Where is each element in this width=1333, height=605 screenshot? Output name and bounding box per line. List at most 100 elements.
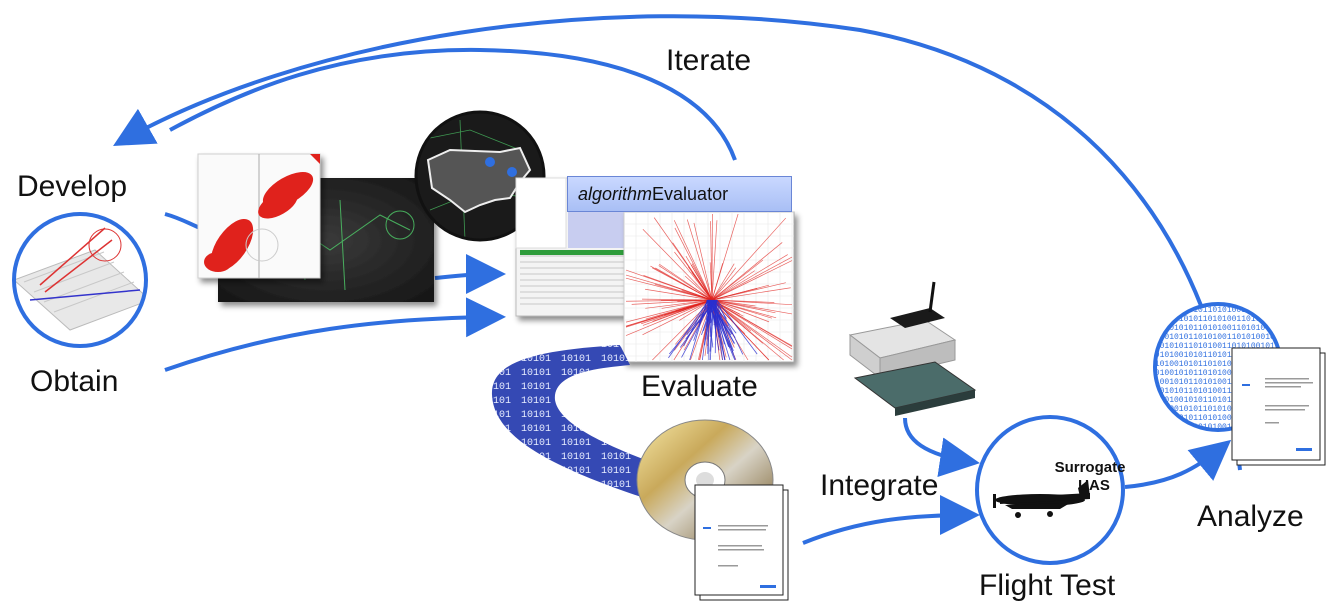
label-iterate: Iterate (666, 44, 752, 77)
trajectory-blue (707, 299, 710, 361)
surrogate-line2: UAS (1078, 477, 1110, 494)
binary-row: 1010100101011010100110101001011010101010… (1150, 351, 1333, 360)
binary-row: 0100101011010100110101001011010101010010… (1150, 333, 1333, 342)
trajectory-blue (716, 299, 758, 355)
trajectory-blue (709, 299, 715, 361)
trajectory-red (711, 267, 737, 301)
trajectory-red (673, 220, 713, 301)
label-integrate: Integrate (820, 469, 939, 502)
trajectory-red (711, 299, 776, 314)
trajectory-red (711, 299, 793, 350)
report-to-flight-arrow (802, 495, 980, 545)
label-evaluate: Evaluate (641, 370, 758, 403)
trajectory-red (687, 266, 713, 301)
trajectory-red (625, 274, 713, 301)
trajectory-red (650, 265, 713, 301)
analysis-report-document (1231, 347, 1326, 466)
trajectory-red (674, 227, 713, 301)
aircraft-silhouette (993, 480, 1090, 518)
trajectory-red (711, 220, 718, 301)
trajectory-red (693, 222, 713, 301)
trajectory-blue (698, 299, 713, 324)
trajectory-red (625, 299, 713, 336)
binary-row: 1010010101101010011010100101101010101001… (1150, 324, 1333, 333)
binary-row: 1010010101101010011010100101101010101001… (1150, 369, 1333, 378)
develop-circle (12, 212, 148, 348)
trajectory-red (642, 298, 713, 301)
iterate-arrow-inner (169, 47, 737, 161)
flight-to-analyze-arrow (1124, 439, 1232, 489)
report-document (694, 484, 789, 601)
develop-to-evaluate-arrow (434, 254, 506, 295)
hardware-unit (848, 281, 977, 416)
trajectory-red (684, 275, 713, 301)
trajectory-blue (714, 299, 717, 334)
trajectory-red (711, 242, 783, 301)
trajectory-red (625, 277, 713, 301)
trajectory-red (642, 299, 713, 336)
label-develop: Develop (17, 170, 128, 203)
trajectory-red (711, 299, 793, 347)
trajectory-red (625, 269, 713, 301)
evaluation-plot (623, 211, 795, 363)
trajectory-red (711, 270, 755, 301)
trajectory-red (711, 287, 791, 301)
trajectory-red (711, 299, 770, 323)
trajectory-red (686, 219, 713, 301)
flight-test-circle: Surrogate UAS (975, 415, 1126, 565)
binary-row: 0101001010110101001101010010110101010100… (1150, 405, 1333, 414)
label-flight-test: Flight Test (979, 569, 1116, 602)
trajectory-red (711, 299, 793, 361)
integrate-arrow (903, 417, 980, 478)
trajectory-red (625, 299, 713, 323)
trajectory-red (691, 263, 713, 301)
iterate-arrow-outer (113, 14, 1242, 471)
trajectory-red (711, 299, 793, 315)
trajectory-red (711, 299, 793, 306)
trajectory-blue (700, 299, 711, 318)
label-analyze: Analyze (1197, 500, 1304, 533)
trajectory-red (661, 299, 713, 309)
trajectory-blue (709, 299, 714, 352)
trajectory-red (711, 260, 793, 301)
trajectory-red (625, 299, 713, 328)
binary-row: 1001010110101001101010010110101010100101… (1150, 342, 1333, 351)
obtain-to-evaluate-arrow (164, 297, 506, 372)
binary-row: 0100101011010100110101001011010101010010… (1150, 423, 1333, 432)
trajectory-blue (711, 299, 731, 361)
label-obtain: Obtain (30, 365, 119, 398)
evaluator-regular: Evaluator (652, 184, 729, 204)
trajectory-blue (716, 299, 744, 355)
trajectory-blue (709, 299, 736, 361)
trajectory-red (625, 299, 713, 302)
develop-connector (164, 212, 201, 230)
trajectory-red (711, 217, 787, 301)
binary-row: 1001010110101001101010010110101010100101… (1150, 387, 1333, 396)
trajectory-red (645, 299, 713, 309)
conflict-region-card (197, 153, 321, 279)
us-map-circle (414, 110, 546, 242)
binary-row: 1010100101011010100110101001011010101010… (1150, 306, 1333, 315)
trajectory-red (711, 299, 773, 319)
trajectory-blue (668, 299, 710, 359)
trajectory-red (674, 251, 713, 301)
binary-row: 1010100101011010100110101001011010101010… (1150, 396, 1333, 405)
trajectory-red (711, 254, 788, 301)
evaluator-italic: algorithm (578, 184, 653, 204)
trajectory-red (645, 288, 713, 301)
trajectory-red (711, 299, 744, 317)
trajectory-red (711, 263, 735, 301)
binary-row: 0101001010110101001101010010110101010100… (1150, 360, 1333, 369)
trajectory-red (711, 299, 793, 358)
trajectory-blue (703, 299, 715, 332)
trajectory-blue (669, 299, 714, 355)
trajectory-red (711, 256, 793, 301)
trajectory-red (711, 213, 739, 301)
trajectory-blue (715, 299, 734, 354)
algorithm-evaluator-bar: algorithmEvaluator (567, 176, 792, 212)
surrogate-line1: Surrogate (1055, 459, 1126, 476)
binary-row: 0101001010110101001101010010110101010100… (1150, 315, 1333, 324)
binary-row: 0100101011010100110101001011010101010010… (1150, 378, 1333, 387)
trajectory-red (642, 229, 713, 301)
